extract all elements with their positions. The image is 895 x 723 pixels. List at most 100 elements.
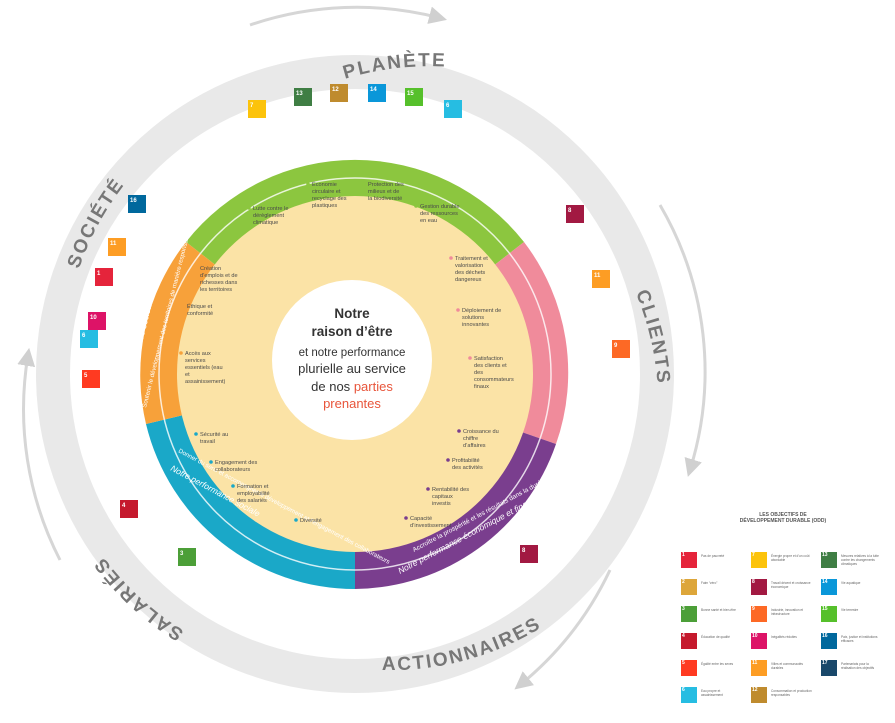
- sdg-legend-square: 5: [681, 660, 697, 676]
- topic-dot: [179, 351, 183, 355]
- sdg-legend-square: 3: [681, 606, 697, 622]
- sdg-badge-7: 7: [248, 100, 266, 118]
- svg-text:4: 4: [122, 503, 126, 509]
- topic-dot: [426, 487, 430, 491]
- sdg-badge-9: 9: [612, 340, 630, 358]
- sdg-legend-square: 13: [821, 552, 837, 568]
- sdg-legend-square: 14: [821, 579, 837, 595]
- sdg-badge-6: 6: [444, 100, 462, 118]
- sdg-legend-label: Villes et communautés durables: [771, 662, 804, 670]
- sdg-legend-square: 17: [821, 660, 837, 676]
- sdg-legend-number: 4: [682, 633, 685, 639]
- sdg-legend-number: 3: [682, 606, 685, 612]
- sdg-legend-label: Partenariats pour la réalisation des obj…: [841, 662, 875, 670]
- svg-text:14: 14: [370, 87, 377, 93]
- sdg-badge-15: 15: [405, 88, 423, 106]
- topic-dot: [231, 484, 235, 488]
- sdg-legend-number: 6: [682, 687, 685, 693]
- topic-dot: [404, 516, 408, 520]
- sdg-legend-label: Inégalités réduites: [771, 635, 797, 639]
- sdg-legend-title-2: DÉVELOPPEMENT DURABLE (ODD): [739, 518, 827, 524]
- sdg-legend-label: Pas de pauvreté: [701, 554, 725, 558]
- sdg-legend-square: 10: [751, 633, 767, 649]
- svg-text:raison d’être: raison d’être: [311, 324, 393, 339]
- sdg-legend-number: 2: [682, 579, 685, 585]
- outer-arrows: [17, 5, 707, 690]
- topic-dot: [194, 266, 198, 270]
- topic-dot: [446, 458, 450, 462]
- svg-text:8: 8: [522, 548, 526, 554]
- sdg-legend-label: Vie aquatique: [841, 581, 861, 585]
- stakeholder-ring: [36, 55, 674, 693]
- svg-text:11: 11: [594, 273, 601, 279]
- topic-soc-3: Diversité: [300, 518, 322, 524]
- sdg-legend-item: 14 Vie aquatique: [821, 579, 887, 597]
- sdg-legend-square: 2: [681, 579, 697, 595]
- svg-text:prenantes: prenantes: [323, 396, 381, 411]
- topic-dot: [294, 518, 298, 522]
- topic-dot: [209, 460, 213, 464]
- svg-text:15: 15: [407, 91, 414, 97]
- sdg-legend-number: 13: [822, 552, 828, 558]
- sdg-legend-number: 11: [752, 660, 758, 666]
- sdg-legend-square: 8: [751, 579, 767, 595]
- sdg-badge-16: 16: [128, 195, 146, 213]
- svg-text:Notre: Notre: [334, 306, 370, 321]
- topic-dot: [468, 356, 472, 360]
- center-text: Notre raison d’être et notre performance…: [298, 306, 406, 411]
- svg-text:9: 9: [614, 343, 618, 349]
- svg-text:6: 6: [446, 103, 450, 109]
- sdg-legend-square: 11: [751, 660, 767, 676]
- sdg-legend-label: Égalité entre les sexes: [701, 662, 734, 666]
- sdg-legend-number: 12: [752, 687, 758, 693]
- sdg-badge-14: 14: [368, 84, 386, 102]
- sdg-legend-label: Vie terrestre: [841, 608, 859, 612]
- sdg-badge-13: 13: [294, 88, 312, 106]
- sdg-badge-5: 5: [82, 370, 100, 388]
- svg-text:6: 6: [82, 333, 86, 339]
- sdg-badge-6: 6: [80, 330, 98, 348]
- sdg-badge-11: 11: [592, 270, 610, 288]
- sdg-legend-number: 5: [682, 660, 685, 666]
- sdg-legend-label: Bonne santé et bien-être: [701, 608, 736, 612]
- sdg-badge-11: 11: [108, 238, 126, 256]
- svg-text:3: 3: [180, 551, 184, 557]
- sdg-legend-square: 16: [821, 633, 837, 649]
- topic-dot: [449, 256, 453, 260]
- sdg-legend-item: 11 Villes et communautés durables: [751, 660, 817, 678]
- sdg-legend-square: 12: [751, 687, 767, 703]
- svg-text:de nos parties: de nos parties: [311, 379, 393, 394]
- topic-dot: [362, 182, 366, 186]
- sdg-legend-label: Paix, justice et institutions efficaces: [841, 635, 878, 643]
- svg-text:5: 5: [84, 373, 88, 379]
- sdg-legend-label: Industrie, innovation et infrastructure: [771, 608, 804, 616]
- svg-text:11: 11: [110, 241, 117, 247]
- topic-dot: [247, 206, 251, 210]
- svg-text:plurielle au service: plurielle au service: [298, 361, 406, 376]
- sdg-legend-number: 10: [752, 633, 758, 639]
- topic-dot: [181, 304, 185, 308]
- sdg-legend-item: 5 Égalité entre les sexes: [681, 660, 747, 678]
- sdg-badge-10: 10: [88, 312, 106, 330]
